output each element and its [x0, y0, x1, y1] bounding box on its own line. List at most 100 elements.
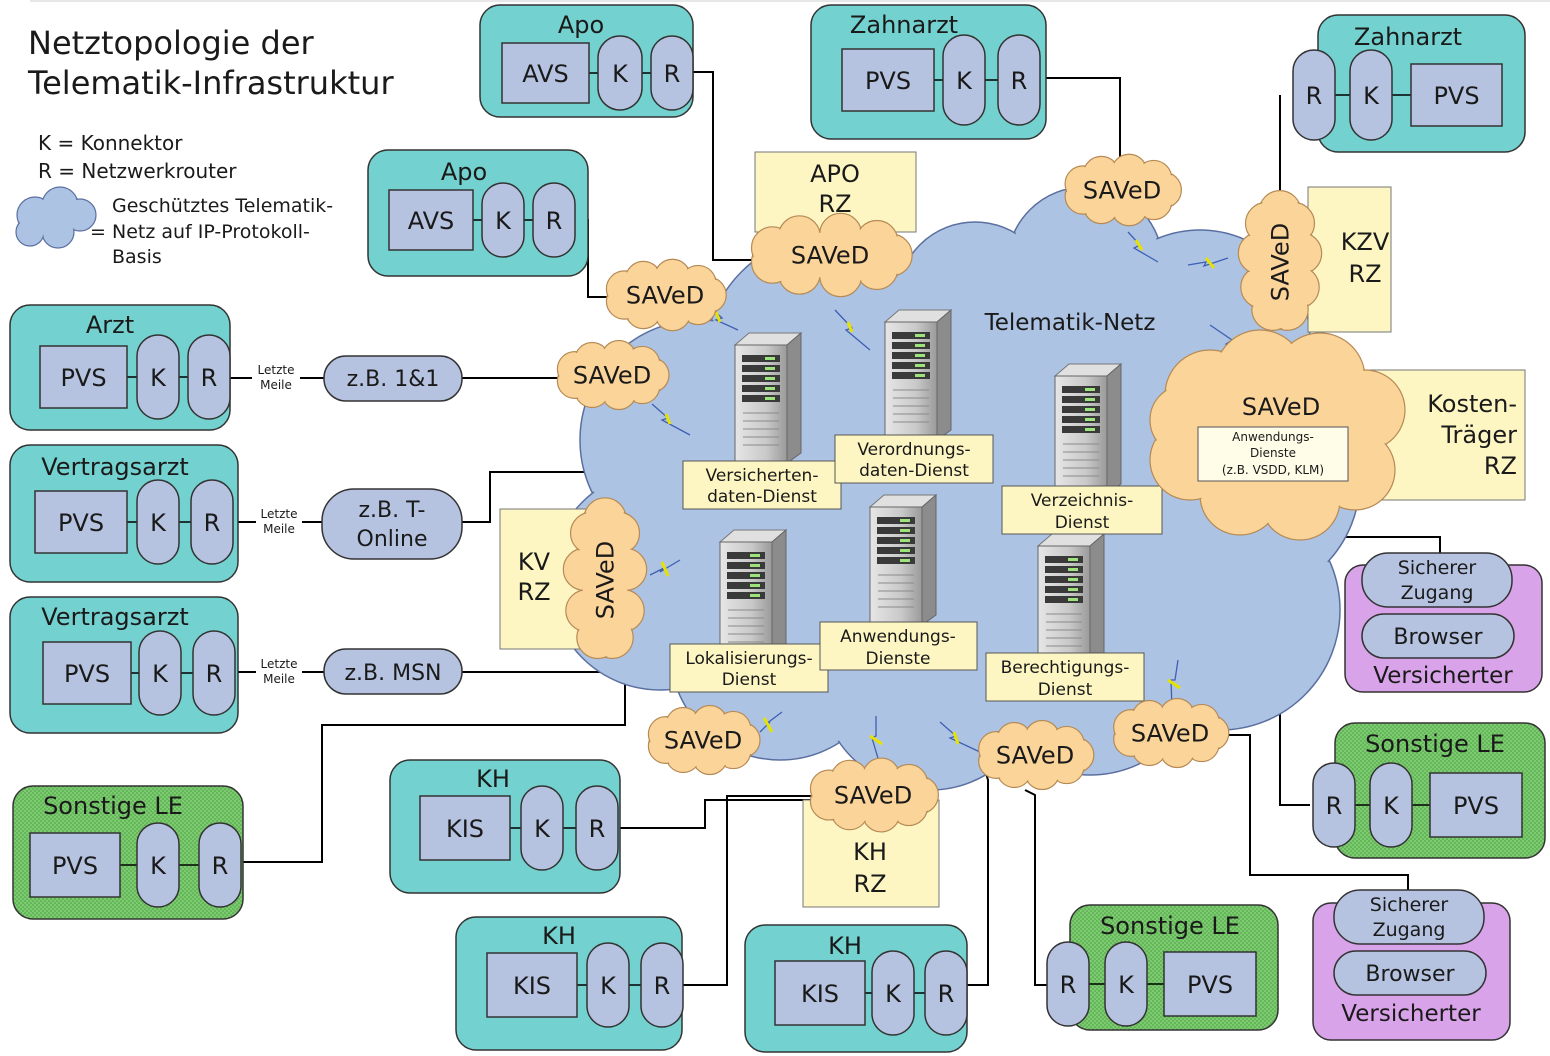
svg-text:(z.B. VSDD, KLM): (z.B. VSDD, KLM): [1222, 463, 1324, 477]
network-label: Telematik-Netz: [984, 310, 1156, 336]
svg-text:Dienste: Dienste: [865, 649, 930, 669]
saved-apo-2-label: SAVeD: [626, 281, 704, 309]
saved-kh-3-label: SAVeD: [996, 741, 1074, 769]
svg-text:Verordnungs-: Verordnungs-: [857, 440, 970, 460]
last-mile-labels: Letzte Meile Letzte Meile Letzte Meile: [258, 363, 298, 686]
svg-text:Dienst: Dienst: [722, 670, 777, 690]
kh-site-2-k: K: [600, 972, 617, 1000]
arzt-site-r: R: [201, 364, 218, 392]
vertragsarzt-site-2-r: R: [206, 660, 223, 688]
isp-node-3: z.B. MSN: [323, 648, 463, 695]
kh-site-3-kis: KIS: [801, 980, 839, 1008]
sonstige-site-1-pvs: PVS: [52, 852, 98, 880]
svg-text:Dienst: Dienst: [1055, 513, 1110, 533]
saved-kostentraeger-label: SAVeD: [1242, 393, 1320, 421]
last-mile-lines: [230, 377, 324, 673]
arzt-site-k: K: [150, 364, 167, 392]
diagram-title-line2: Telematik-Infrastruktur: [27, 64, 394, 102]
connection-lines: [239, 71, 1441, 986]
sonstige-site-3-r: R: [1326, 792, 1343, 820]
vertragsarzt-site-2-k: K: [152, 660, 169, 688]
sonstige-site-1-r: R: [212, 852, 229, 880]
isp-node-1: z.B. 1&1: [323, 355, 463, 402]
apo-site-1-avs: AVS: [522, 60, 569, 88]
apo-site-2-avs: AVS: [408, 207, 455, 235]
kh-site-1-r: R: [589, 815, 606, 843]
rz-box-kzv: KZV RZ: [1307, 186, 1392, 333]
svg-text:Browser: Browser: [1393, 625, 1483, 650]
apo-site-2-r: R: [546, 207, 563, 235]
svg-text:Meile: Meile: [260, 378, 292, 392]
server-ber-icon: [1036, 532, 1106, 665]
apo-site-2-title: Apo: [441, 158, 487, 186]
legend-k: K = Konnektor: [38, 131, 183, 155]
versicherter-site-2: Sicherer Zugang Browser Versicherter: [1312, 889, 1511, 1041]
service-label-vz: Verzeichnis- Dienst: [1001, 485, 1163, 535]
svg-text:RZ: RZ: [853, 870, 886, 898]
svg-text:Lokalisierungs-: Lokalisierungs-: [685, 649, 812, 669]
saved-kv: SAVeD: [562, 497, 648, 660]
svg-text:=: =: [90, 221, 106, 243]
vertragsarzt-site-2-title: Vertragsarzt: [41, 603, 189, 631]
saved-zahnarzt-label: SAVeD: [1083, 176, 1161, 204]
zahnarzt-site-1-title: Zahnarzt: [850, 11, 958, 39]
svg-text:Sicherer: Sicherer: [1370, 894, 1449, 916]
svg-text:Berechtigungs-: Berechtigungs-: [1001, 658, 1130, 678]
apo-site-2-k: K: [495, 207, 512, 235]
svg-text:Anwendungs-: Anwendungs-: [1232, 430, 1314, 444]
service-label-vsd: Versicherten- daten-Dienst: [682, 460, 842, 510]
vertragsarzt-site-1-pvs: PVS: [58, 509, 104, 537]
zahnarzt-site-2-r: R: [1306, 82, 1323, 110]
sonstige-site-2-r: R: [1060, 971, 1077, 999]
svg-text:Kosten-: Kosten-: [1427, 390, 1517, 418]
svg-text:Netz auf IP-Protokoll-: Netz auf IP-Protokoll-: [112, 221, 310, 243]
sonstige-site-3-title: Sonstige LE: [1365, 730, 1505, 758]
service-label-lok: Lokalisierungs- Dienst: [669, 643, 829, 693]
svg-text:Dienste: Dienste: [1250, 446, 1296, 460]
legend-r: R = Netzwerkrouter: [38, 159, 237, 183]
vertragsarzt-site-1-title: Vertragsarzt: [41, 453, 189, 481]
svg-text:Zugang: Zugang: [1401, 582, 1474, 604]
zahnarzt-site-1-k: K: [956, 67, 973, 95]
svg-text:RZ: RZ: [517, 578, 550, 606]
vertragsarzt-site-1-k: K: [150, 509, 167, 537]
versicherter-site-1: Sicherer Zugang Browser Versicherter: [1344, 552, 1543, 693]
service-label-vod: Verordnungs- daten-Dienst: [834, 434, 994, 484]
zahnarzt-site-2-k: K: [1363, 82, 1380, 110]
isp-node-2: z.B. T- Online: [321, 488, 463, 560]
service-label-anw: Anwendungs- Dienste: [819, 621, 978, 671]
svg-text:Letzte: Letzte: [261, 657, 298, 671]
kh-site-1-title: KH: [476, 765, 510, 793]
saved-arzt: SAVeD: [556, 339, 670, 411]
svg-text:Letzte: Letzte: [261, 507, 298, 521]
svg-text:z.B. MSN: z.B. MSN: [344, 661, 441, 686]
server-vz-icon: [1053, 362, 1123, 495]
sonstige-site-3-pvs: PVS: [1453, 792, 1499, 820]
legend: K = Konnektor R = Netzwerkrouter = Gesch…: [15, 131, 333, 268]
svg-text:Meile: Meile: [263, 672, 295, 686]
apo-site-1-k: K: [612, 60, 629, 88]
saved-kh-3: SAVeD: [978, 719, 1095, 791]
saved-kv-label: SAVeD: [591, 541, 619, 619]
saved-kzv: SAVeD: [1237, 189, 1323, 331]
svg-text:Geschütztes Telematik-: Geschütztes Telematik-: [112, 195, 333, 217]
svg-text:Versicherter: Versicherter: [1373, 663, 1513, 689]
saved-sonstige-label: SAVeD: [1131, 719, 1209, 747]
arzt-site-pvs: PVS: [60, 364, 106, 392]
server-anw-icon: [868, 493, 938, 626]
sonstige-site-1-k: K: [150, 852, 167, 880]
service-label-ber: Berechtigungs- Dienst: [985, 652, 1145, 702]
diagram-title-line1: Netztopologie der: [28, 24, 315, 62]
kh-site-2-title: KH: [542, 922, 576, 950]
saved-apo-rz-label: SAVeD: [791, 241, 869, 269]
